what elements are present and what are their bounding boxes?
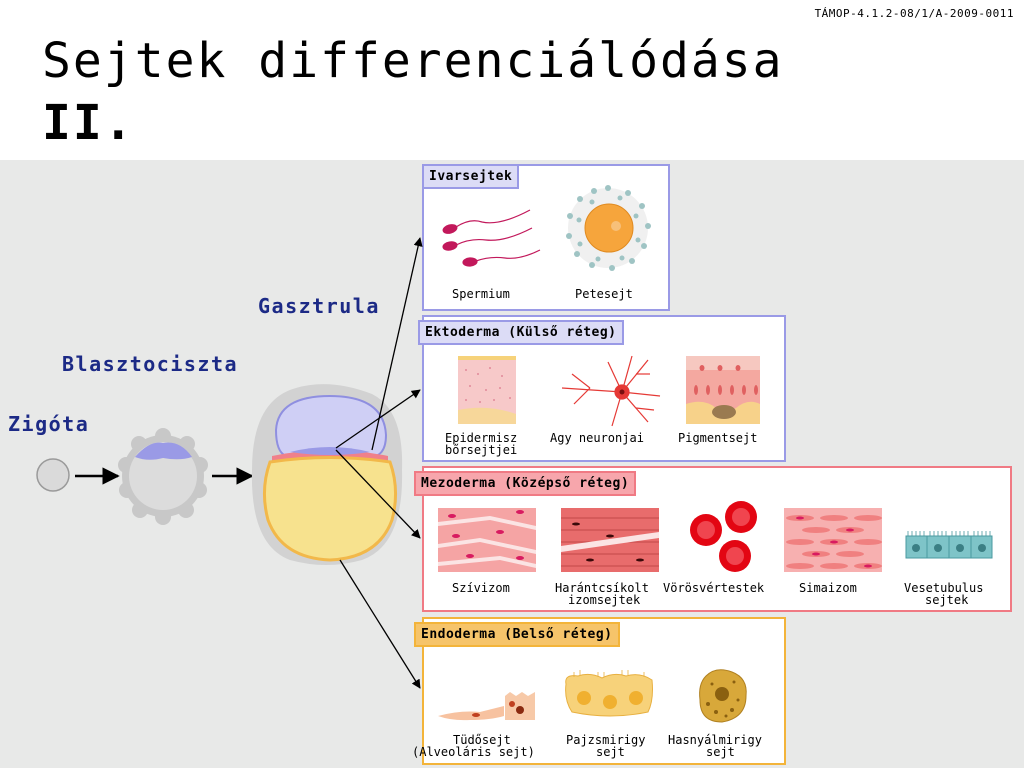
label-thyroid-cell-1: Pajzsmirigy: [566, 733, 646, 747]
label-red-blood-cells: Vörösvértestek: [663, 581, 765, 595]
label-epidermis-2: bőrsejtjei: [445, 443, 518, 457]
blastocyst-cell: [118, 428, 208, 525]
label-neurons: Agy neuronjai: [550, 431, 644, 445]
zygote-cell: [36, 458, 70, 492]
label-pancreas-cell-2: sejt: [706, 745, 735, 759]
gastrula-cell: [251, 384, 403, 565]
label-lung-cell-2: (Alveoláris sejt): [412, 745, 535, 759]
header-endoderm: Endoderma (Belső réteg): [414, 622, 620, 647]
label-pancreas-cell-1: Hasnyálmirigy: [668, 733, 762, 747]
skeletal-muscle-illustration: [561, 508, 659, 572]
cardiac-muscle-illustration: [438, 508, 536, 572]
label-cardiac-muscle: Szívizom: [452, 581, 510, 595]
epidermis-illustration: [458, 356, 516, 424]
smooth-muscle-illustration: [784, 508, 882, 572]
label-epidermis-1: Epidermisz: [445, 431, 518, 445]
pancreas-cell-illustration: [699, 669, 747, 723]
label-thyroid-cell-2: sejt: [596, 745, 625, 759]
stage-label-blastocyst: Blasztociszta: [62, 352, 239, 376]
diagram-drawing: [36, 185, 993, 723]
slide-title: Sejtek differenciálódása II.: [42, 30, 784, 154]
label-kidney-tubule-1: Vesetubulus: [904, 581, 984, 595]
stage-label-gastrula: Gasztrula: [258, 294, 380, 318]
kidney-tubule-illustration: [905, 531, 993, 559]
sperm-illustration: [442, 209, 541, 267]
diagram-panel: Zigóta Blasztociszta Gasztrula Ivarsejte…: [0, 160, 1024, 768]
arrow-to-germ-cells: [371, 237, 423, 451]
egg-illustration: [566, 185, 651, 271]
red-blood-cells-illustration: [690, 501, 757, 572]
label-smooth-muscle: Simaizom: [799, 581, 857, 595]
arrow-to-endoderm: [339, 559, 421, 689]
label-pigment-cell: Pigmentsejt: [678, 431, 758, 445]
header-ectoderm: Ektoderma (Külső réteg): [418, 320, 624, 345]
neuron-illustration: [561, 355, 661, 427]
project-code: TÁMOP-4.1.2-08/1/A-2009-0011: [814, 7, 1014, 20]
label-sperm: Spermium: [452, 287, 510, 301]
lung-cell-illustration: [438, 692, 535, 721]
thyroid-cell-illustration: [565, 670, 653, 717]
label-skeletal-muscle-1: Harántcsíkolt: [555, 581, 649, 595]
pigment-cell-illustration: [686, 356, 760, 424]
title-line-2: II.: [42, 95, 135, 151]
header-germ-cells: Ivarsejtek: [422, 164, 520, 189]
label-kidney-tubule-2: sejtek: [925, 593, 969, 607]
header-mesoderm: Mezoderma (Középső réteg): [414, 471, 637, 496]
arrow-to-mesoderm: [335, 449, 421, 539]
title-line-1: Sejtek differenciálódása: [42, 33, 784, 89]
label-egg: Petesejt: [575, 287, 633, 301]
stage-label-zygote: Zigóta: [8, 412, 90, 436]
arrow-to-ectoderm: [335, 389, 421, 449]
label-lung-cell-1: Tüdősejt: [453, 733, 511, 747]
label-skeletal-muscle-2: izomsejtek: [568, 593, 641, 607]
